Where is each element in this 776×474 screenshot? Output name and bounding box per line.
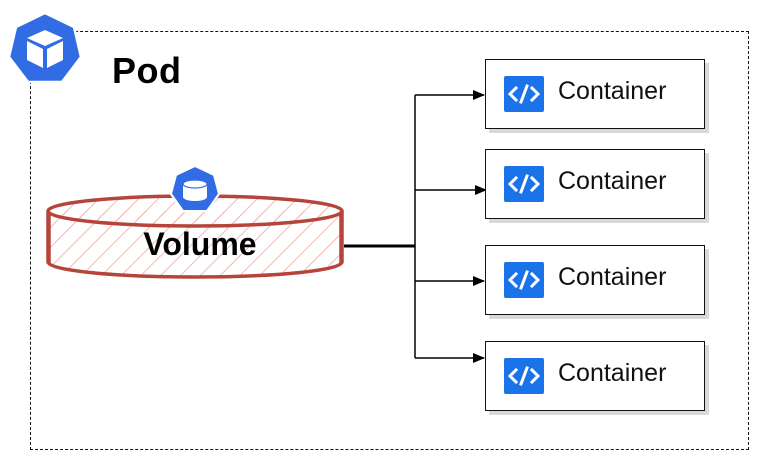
container-node: Container [485,341,705,411]
container-label: Container [558,167,667,195]
container-label: Container [558,359,667,387]
code-icon [504,76,544,112]
pod-boundary [30,31,749,450]
kubernetes-volume-icon [169,164,221,212]
container-node: Container [485,245,705,315]
connector-lines [344,90,487,363]
container-label: Container [558,263,667,291]
container-label: Container [558,77,667,105]
pod-title: Pod [112,50,182,91]
volume-label: Volume [143,226,257,262]
container-node: Container [485,149,705,219]
container-node: Container [485,59,705,129]
code-icon [504,166,544,202]
code-icon [504,262,544,298]
kubernetes-pod-icon [7,11,83,84]
code-icon [504,358,544,394]
